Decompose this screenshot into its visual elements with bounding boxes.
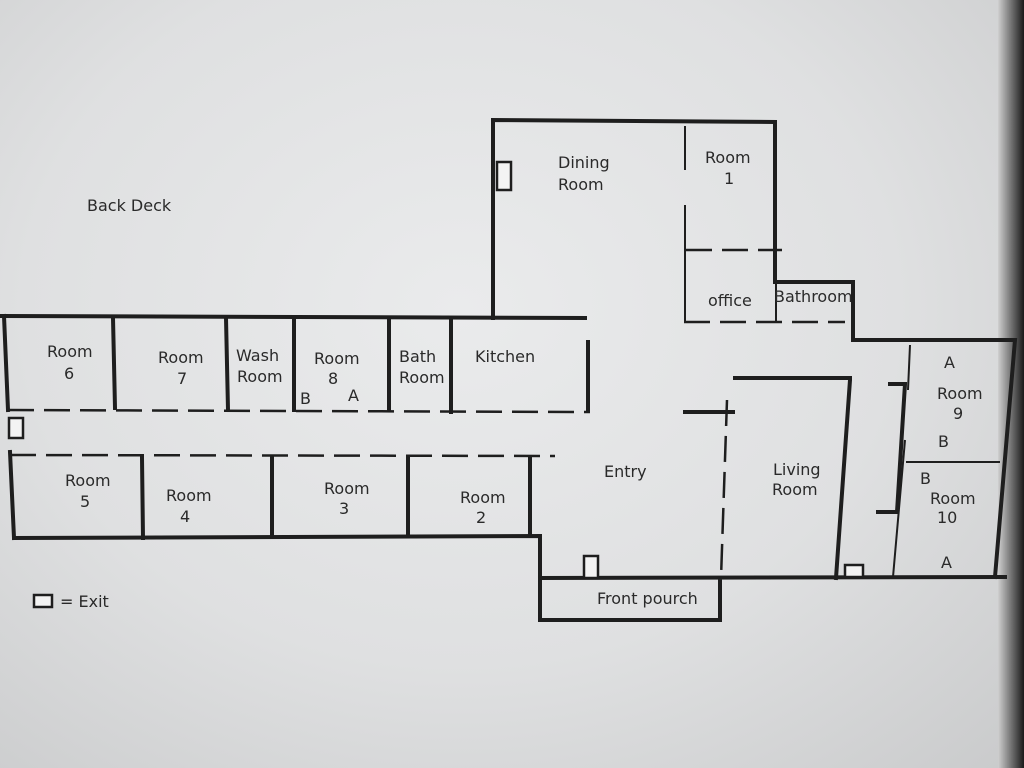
kitchen-label: Kitchen: [475, 347, 535, 366]
room5-label-line1: Room: [65, 471, 111, 490]
bathroom-label: Bathroom: [774, 287, 853, 306]
front-porch-wall: [537, 574, 1008, 622]
room-labels: Back Deck Dining Room Room 1 office Bath…: [47, 148, 983, 611]
room7-label-line2: 7: [177, 369, 187, 388]
bathroom-wall: [773, 280, 1018, 580]
wash-room-label-line1: Wash: [236, 346, 279, 365]
room8-label-line2: 8: [328, 369, 338, 388]
exit-living-room: [843, 563, 865, 579]
room5-label-line2: 5: [80, 492, 90, 511]
entry-label: Entry: [604, 462, 647, 481]
legend-exit-label: = Exit: [60, 592, 109, 611]
dining-room-label-line1: Dining: [558, 153, 610, 172]
room2-label-line1: Room: [460, 488, 506, 507]
room10-bed-b: B: [920, 469, 931, 488]
exit-dining-room: [495, 160, 513, 192]
wash-room-label-line2: Room: [237, 367, 283, 386]
room10-label-line1: Room: [930, 489, 976, 508]
living-room-label-line2: Room: [772, 480, 818, 499]
room9-label-line1: Room: [937, 384, 983, 403]
corridor-top-wall: [7, 408, 591, 414]
office-label: office: [708, 291, 752, 310]
room3-label-line1: Room: [324, 479, 370, 498]
room10-label-line2: 10: [937, 508, 957, 527]
room10-bed-a: A: [941, 553, 952, 572]
west-wing-left-wall: [1, 313, 17, 541]
back-deck-label: Back Deck: [87, 196, 172, 215]
rooms-9-10-left-wall: [892, 344, 911, 578]
room3-label-line2: 3: [339, 499, 349, 518]
corridor-bottom-wall: [9, 453, 556, 458]
bottom-row-dividers: [139, 455, 532, 541]
room8-label-line1: Room: [314, 349, 360, 368]
room6-label-line1: Room: [47, 342, 93, 361]
room9-label-line2: 9: [953, 404, 963, 423]
room8-bed-a: A: [348, 386, 359, 405]
living-room-label-line1: Living: [773, 460, 821, 479]
hall-closet: [876, 382, 908, 514]
front-porch-label: Front pourch: [597, 589, 698, 608]
bath-room-label-line2: Room: [399, 368, 445, 387]
top-row-dividers: [110, 315, 590, 414]
room9-bed-b: B: [938, 432, 949, 451]
room1-label-line2: 1: [724, 169, 734, 188]
exit-markers: [7, 160, 865, 609]
room6-label-line2: 6: [64, 364, 74, 383]
room9-bed-a: A: [944, 353, 955, 372]
room4-label-line2: 4: [180, 507, 190, 526]
entry-right-wall: [719, 399, 729, 579]
exit-legend-symbol: [32, 593, 54, 609]
walls: [0, 117, 1018, 622]
room4-label-line1: Room: [166, 486, 212, 505]
exit-entry: [582, 554, 600, 580]
room1-label-line1: Room: [705, 148, 751, 167]
room8-bed-b: B: [300, 389, 311, 408]
living-room-wall: [733, 376, 852, 581]
room2-label-line2: 2: [476, 508, 486, 527]
dining-room-wall: [491, 117, 777, 320]
room7-label-line1: Room: [158, 348, 204, 367]
dining-room-label-line2: Room: [558, 175, 604, 194]
exit-west-corridor: [7, 416, 25, 440]
bath-room-label-line1: Bath: [399, 347, 436, 366]
west-wing-bottom-wall: [11, 533, 542, 580]
